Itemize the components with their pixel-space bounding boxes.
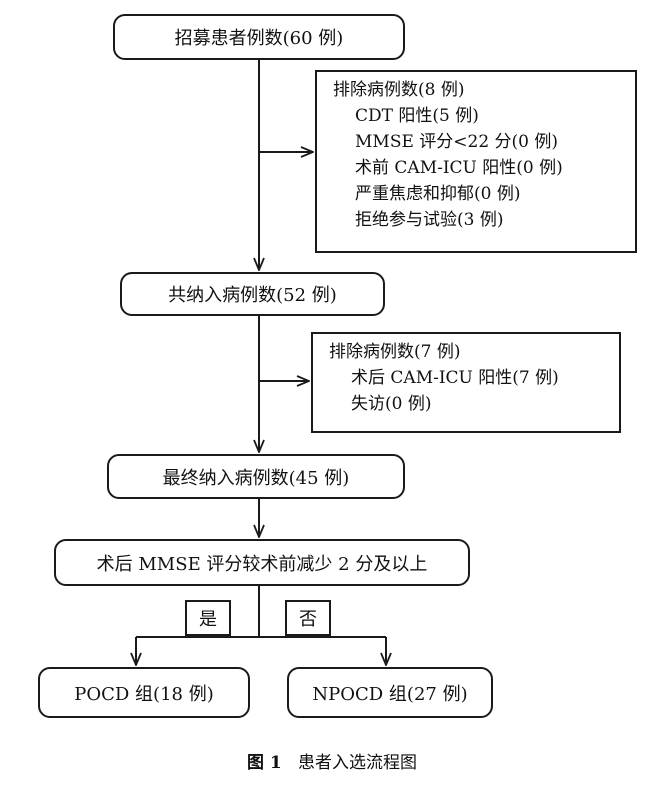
no-label: 否	[299, 609, 317, 630]
exclusion-1-title: 排除病例数(8 例)	[333, 80, 465, 100]
exclusion-1-item: CDT 阳性(5 例)	[355, 106, 479, 126]
exclusion-1-item: 严重焦虑和抑郁(0 例)	[355, 184, 521, 204]
pocd-label: POCD 组(18 例)	[74, 683, 214, 705]
final-label: 最终纳入病例数(45 例)	[162, 467, 350, 489]
exclusion-box-1: 排除病例数(8 例) CDT 阳性(5 例) MMSE 评分<22 分(0 例)…	[315, 70, 637, 253]
exclusion-1-item: MMSE 评分<22 分(0 例)	[355, 132, 559, 152]
enrolled-label: 共纳入病例数(52 例)	[168, 285, 337, 306]
recruit-label: 招募患者例数(60 例)	[174, 28, 344, 49]
figure-caption: 图 1 患者入选流程图	[0, 748, 664, 773]
exclusion-1-item: 拒绝参与试验(3 例)	[355, 210, 504, 230]
exclusion-2-item: 失访(0 例)	[351, 394, 432, 414]
exclusion-box-2: 排除病例数(7 例) 术后 CAM-ICU 阳性(7 例) 失访(0 例)	[311, 332, 621, 433]
figure-number: 图 1	[247, 753, 282, 773]
enrolled-box: 共纳入病例数(52 例)	[120, 272, 385, 316]
npocd-label: NPOCD 组(27 例)	[312, 683, 468, 705]
yes-label-box: 是	[185, 600, 231, 636]
recruit-box: 招募患者例数(60 例)	[113, 14, 405, 60]
criterion-box: 术后 MMSE 评分较术前减少 2 分及以上	[54, 539, 470, 586]
exclusion-2-item: 术后 CAM-ICU 阳性(7 例)	[351, 368, 559, 388]
final-box: 最终纳入病例数(45 例)	[107, 454, 405, 499]
pocd-box: POCD 组(18 例)	[38, 667, 250, 718]
exclusion-1-item: 术前 CAM-ICU 阳性(0 例)	[355, 158, 563, 178]
npocd-box: NPOCD 组(27 例)	[287, 667, 493, 718]
exclusion-2-title: 排除病例数(7 例)	[329, 342, 461, 362]
criterion-label: 术后 MMSE 评分较术前减少 2 分及以上	[96, 553, 428, 575]
yes-label: 是	[199, 609, 217, 630]
no-label-box: 否	[285, 600, 331, 636]
figure-title: 患者入选流程图	[297, 753, 417, 773]
